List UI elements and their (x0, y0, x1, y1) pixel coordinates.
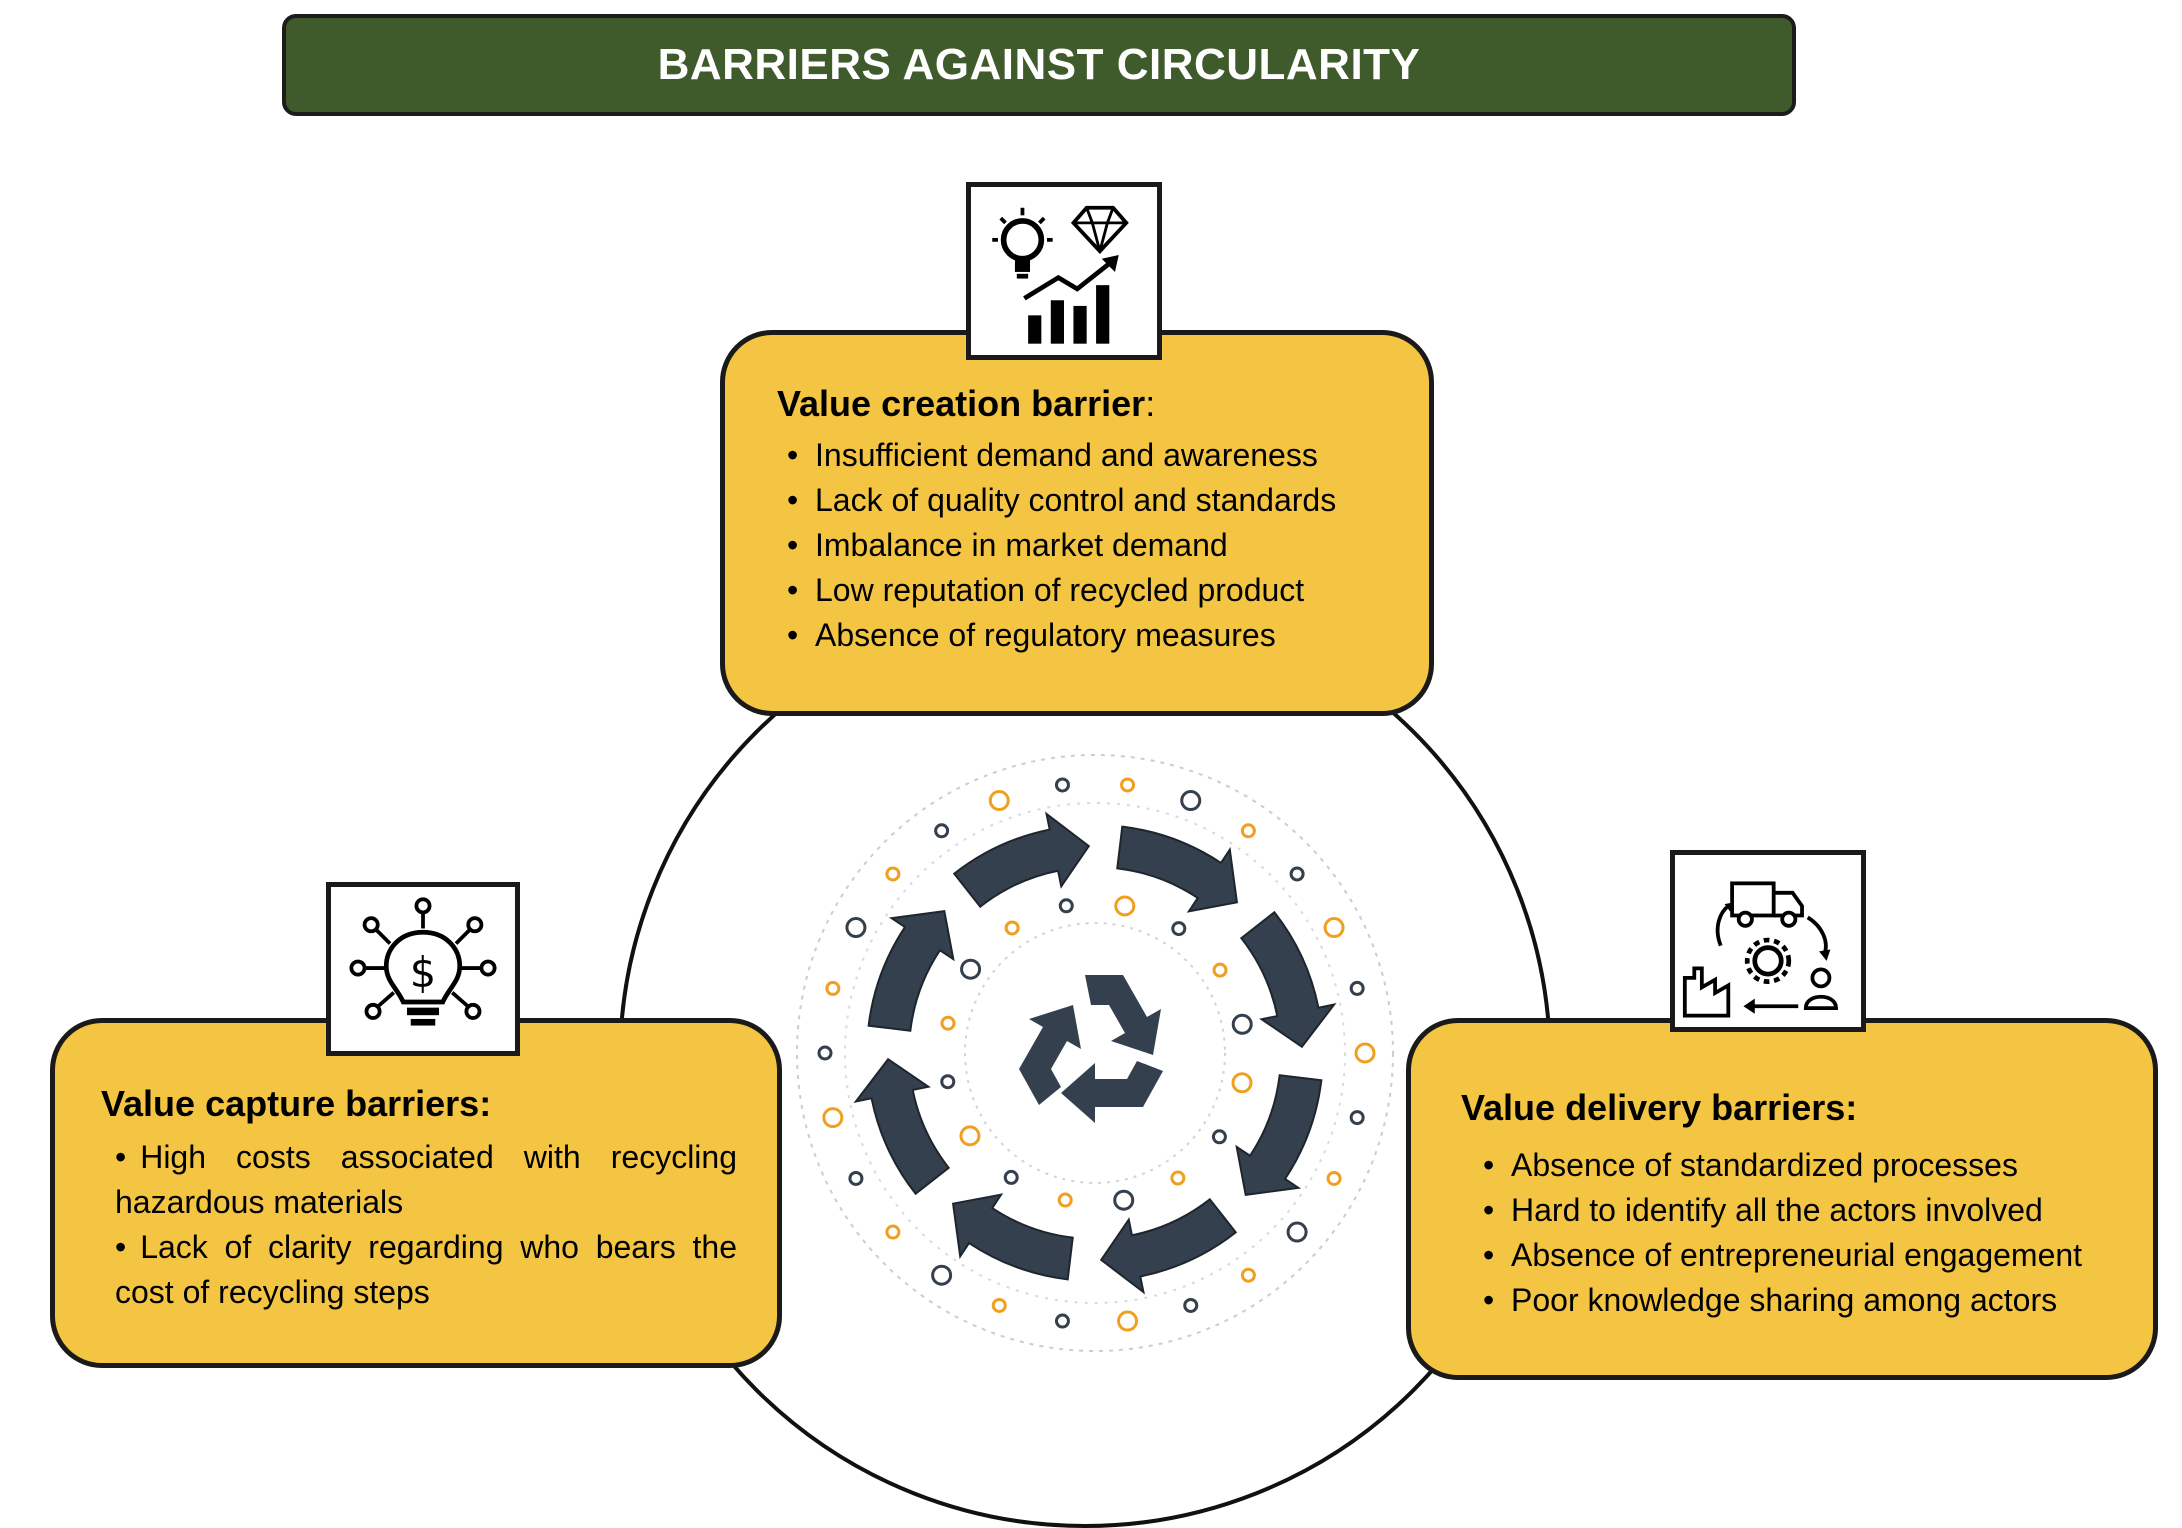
small-gear-icon (1054, 1313, 1070, 1329)
truck-gear-cycle-icon (1682, 881, 1838, 1018)
list-item: Imbalance in market demand (787, 523, 1389, 568)
value-creation-icon-box (966, 182, 1162, 360)
recycling-wheel-illustration (790, 748, 1400, 1358)
cycle-arrow (867, 909, 955, 1032)
value-capture-icon-box: $ (326, 882, 520, 1056)
small-gear-icon (1120, 777, 1136, 793)
cycle-arrow (853, 1057, 951, 1196)
value-delivery-card: Value delivery barriers: Absence of stan… (1406, 1018, 2158, 1380)
heading-colon: : (1145, 383, 1156, 424)
list-item: Lack of clarity regarding who bears the … (115, 1225, 737, 1315)
list-item: Low reputation of recycled product (787, 568, 1389, 613)
small-gear-icon (1054, 777, 1070, 793)
small-gear-icon (960, 958, 982, 980)
cycle-arrow (1235, 1074, 1323, 1197)
value-capture-card: Value capture barriers: High costs assoc… (50, 1018, 782, 1368)
small-gear-icon (1170, 1170, 1186, 1186)
small-gear-icon (1240, 1267, 1256, 1283)
value-creation-list: Insufficient demand and awareness Lack o… (777, 433, 1389, 658)
small-gear-icon (988, 790, 1010, 812)
small-gear-icon (940, 1015, 956, 1031)
small-gear-icon (885, 1224, 901, 1240)
small-gear-icon (1180, 790, 1202, 812)
small-gear-icon (817, 1045, 833, 1061)
svg-text:$: $ (410, 949, 436, 997)
small-gear-icon (1326, 1170, 1342, 1186)
small-gear-icon (1323, 917, 1345, 939)
cycle-arrow (1116, 825, 1239, 913)
list-item: Insufficient demand and awareness (787, 433, 1389, 478)
value-creation-heading: Value creation barrier: (777, 383, 1389, 425)
small-gear-icon (1349, 1110, 1365, 1126)
cycle-arrow (1239, 910, 1337, 1049)
small-gear-icon (959, 1125, 981, 1147)
wheel-arrows (853, 811, 1337, 1295)
small-gear-icon (1354, 1042, 1376, 1064)
small-gear-icon (822, 1107, 844, 1129)
small-gear-icon (885, 866, 901, 882)
list-item: Absence of regulatory measures (787, 613, 1389, 658)
lightbulb-diamond-growth-icon (992, 205, 1129, 344)
list-item: Absence of entrepreneurial engagement (1483, 1233, 2123, 1278)
small-gear-icon (1003, 1169, 1019, 1185)
small-gear-icon (991, 1297, 1007, 1313)
recycle-symbol (1019, 975, 1163, 1123)
small-gear-icon (1211, 1129, 1227, 1145)
small-gear-icon (934, 823, 950, 839)
value-delivery-list: Absence of standardized processes Hard t… (1461, 1143, 2123, 1323)
small-gear-icon (1114, 895, 1136, 917)
small-gear-icon (825, 980, 841, 996)
value-creation-card: Value creation barrier: Insufficient dem… (720, 330, 1434, 716)
value-capture-heading: Value capture barriers: (101, 1083, 492, 1124)
value-creation-heading-text: Value creation barrier (777, 383, 1146, 424)
small-gear-icon (1349, 980, 1365, 996)
small-gear-icon (848, 1170, 864, 1186)
list-item: Hard to identify all the actors involved (1483, 1188, 2123, 1233)
small-gear-icon (1231, 1072, 1253, 1094)
small-gear-icon (940, 1074, 956, 1090)
cycle-arrow (952, 811, 1091, 909)
value-delivery-icon-box (1670, 850, 1866, 1032)
page-title: BARRIERS AGAINST CIRCULARITY (657, 40, 1421, 89)
title-banner: BARRIERS AGAINST CIRCULARITY (282, 14, 1796, 116)
small-gear-icon (1231, 1013, 1253, 1035)
wheel-icons (817, 777, 1376, 1332)
lightbulb-dollar-network-icon: $ (349, 897, 497, 1026)
small-gear-icon (1240, 823, 1256, 839)
list-item: Lack of quality control and standards (787, 478, 1389, 523)
small-gear-icon (1212, 962, 1228, 978)
small-gear-icon (1117, 1310, 1139, 1332)
list-item: High costs associated with recycling haz… (115, 1135, 737, 1225)
cycle-arrow (1099, 1197, 1238, 1295)
cycle-arrow (951, 1193, 1074, 1281)
small-gear-icon (1171, 921, 1187, 937)
list-item: Absence of standardized processes (1483, 1143, 2123, 1188)
value-delivery-heading: Value delivery barriers: (1461, 1087, 1858, 1128)
small-gear-icon (1113, 1189, 1135, 1211)
small-gear-icon (1004, 920, 1020, 936)
small-gear-icon (1183, 1297, 1199, 1313)
value-capture-list: High costs associated with recycling haz… (101, 1135, 737, 1315)
small-gear-icon (1058, 898, 1074, 914)
list-item: Poor knowledge sharing among actors (1483, 1278, 2123, 1323)
small-gear-icon (931, 1264, 953, 1286)
small-gear-icon (845, 917, 867, 939)
small-gear-icon (1289, 866, 1305, 882)
small-gear-icon (1057, 1192, 1073, 1208)
small-gear-icon (1286, 1221, 1308, 1243)
recycling-circular-economy-icon (796, 754, 1394, 1352)
